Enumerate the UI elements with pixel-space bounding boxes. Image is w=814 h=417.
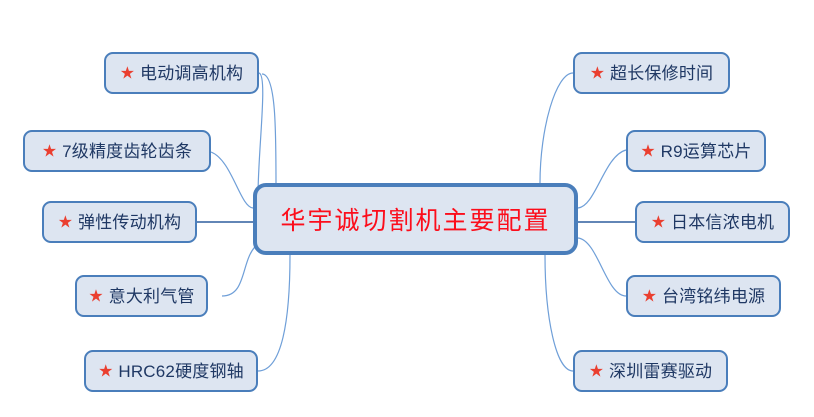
node-right-5[interactable]: ★ 深圳雷赛驱动 bbox=[573, 350, 728, 392]
star-icon: ★ bbox=[98, 361, 114, 380]
node-right-3-label: 日本信浓电机 bbox=[671, 212, 775, 232]
edge-left-a bbox=[261, 73, 277, 187]
node-left-1[interactable]: ★ 电动调高机构 bbox=[104, 52, 259, 94]
node-right-4-label: 台湾铭纬电源 bbox=[662, 286, 766, 306]
edge-left-b bbox=[210, 151, 254, 209]
star-icon: ★ bbox=[41, 141, 58, 160]
node-left-4-label: 意大利气管 bbox=[108, 286, 195, 306]
node-left-1-label: 电动调高机构 bbox=[140, 63, 244, 83]
node-right-5-label: 深圳雷赛驱动 bbox=[609, 361, 713, 381]
node-left-4[interactable]: ★ 意大利气管 bbox=[75, 275, 208, 317]
star-icon: ★ bbox=[588, 361, 605, 380]
node-right-4[interactable]: ★ 台湾铭纬电源 bbox=[626, 275, 781, 317]
node-right-2[interactable]: ★ R9运算芯片 bbox=[626, 130, 766, 172]
star-icon: ★ bbox=[589, 63, 606, 82]
star-icon: ★ bbox=[641, 286, 658, 305]
edge-left-e bbox=[257, 254, 291, 372]
star-icon: ★ bbox=[119, 63, 136, 82]
star-icon: ★ bbox=[88, 286, 104, 305]
star-icon: ★ bbox=[650, 212, 667, 231]
center-node-label: 华宇诚切割机主要配置 bbox=[280, 206, 551, 235]
edge-right-a bbox=[539, 72, 574, 184]
center-node[interactable]: 华宇诚切割机主要配置 bbox=[253, 183, 578, 255]
edge-right-b bbox=[577, 149, 627, 209]
node-right-3[interactable]: ★ 日本信浓电机 bbox=[635, 201, 790, 243]
star-icon: ★ bbox=[57, 212, 74, 231]
edge-left-electric bbox=[257, 72, 264, 197]
node-left-5[interactable]: ★ HRC62硬度钢轴 bbox=[84, 350, 258, 392]
node-right-1-label: 超长保修时间 bbox=[610, 63, 714, 83]
edge-right-e bbox=[544, 254, 574, 372]
node-left-2-label: 7级精度齿轮齿条 bbox=[62, 141, 193, 161]
edge-left-d bbox=[221, 243, 259, 297]
star-icon: ★ bbox=[640, 141, 656, 160]
edge-right-d bbox=[577, 237, 627, 297]
node-left-3-label: 弹性传动机构 bbox=[78, 212, 182, 232]
node-left-2[interactable]: ★ 7级精度齿轮齿条 bbox=[23, 130, 211, 172]
node-left-3[interactable]: ★ 弹性传动机构 bbox=[42, 201, 197, 243]
node-left-5-label: HRC62硬度钢轴 bbox=[118, 361, 244, 381]
node-right-2-label: R9运算芯片 bbox=[660, 141, 752, 161]
node-right-1[interactable]: ★ 超长保修时间 bbox=[573, 52, 730, 94]
